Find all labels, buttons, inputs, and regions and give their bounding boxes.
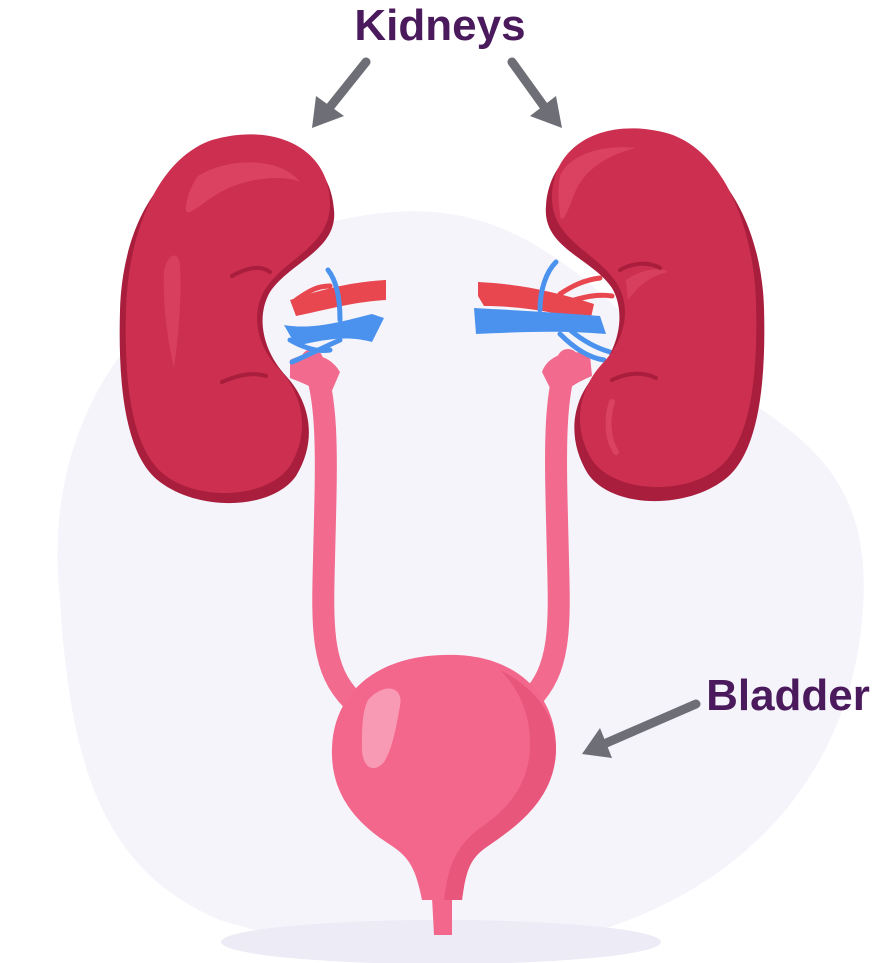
kidney-arrow-left [312,62,366,128]
kidney-arrow-right [512,62,562,128]
bladder-label: Bladder [706,671,870,720]
kidneys-label: Kidneys [354,1,525,50]
